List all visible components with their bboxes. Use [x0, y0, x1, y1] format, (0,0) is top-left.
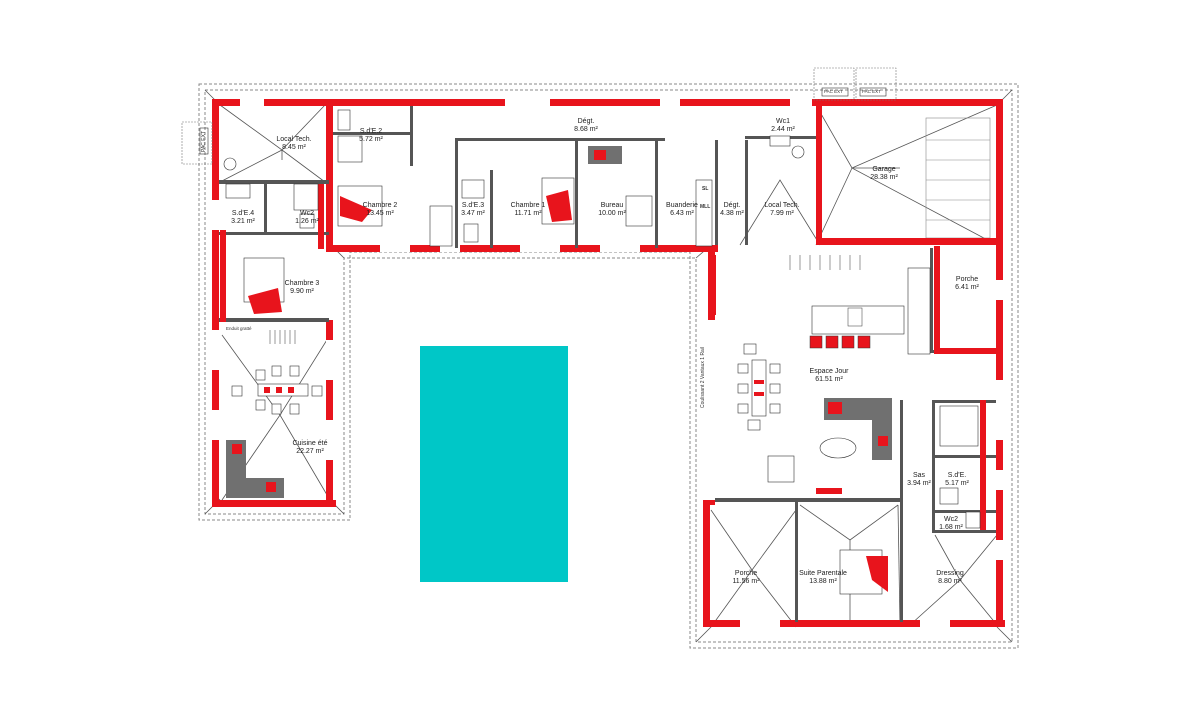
room-name: Wc2	[944, 516, 958, 523]
room-name: Garage	[872, 166, 896, 173]
room-label-sde-4: S.d'E.4 3.21 m²	[226, 210, 260, 226]
insulated-walls	[220, 184, 1002, 530]
room-name: Chambre 1	[510, 202, 546, 209]
wall-gaps	[212, 99, 1003, 627]
beds	[243, 146, 888, 595]
room-area: 22.27 m²	[296, 448, 324, 455]
room-name: Dégt.	[577, 118, 595, 125]
room-label-chambre-1: Chambre 1 11.71 m²	[506, 202, 550, 218]
room-area: 3.94 m²	[907, 480, 931, 487]
room-area: 28.38 m²	[870, 174, 898, 181]
room-area: 6.43 m²	[670, 210, 694, 217]
room-name: Suite Parentale	[799, 570, 847, 577]
room-label-local-tech-2: Local Tech. 7.99 m²	[760, 202, 804, 218]
room-area: 10.00 m²	[598, 210, 626, 217]
summer-dining	[226, 365, 323, 498]
room-name: Porche	[734, 570, 758, 577]
room-name: Wc2	[300, 210, 314, 217]
pac-units-solid	[199, 87, 887, 155]
room-area: 13.88 m²	[809, 578, 837, 585]
room-area: 13.45 m²	[366, 210, 394, 217]
room-label-suite-parentale: Suite Parentale 13.88 m²	[798, 570, 848, 586]
annotation-mll: MLL	[700, 204, 711, 210]
room-name: Porche	[955, 276, 979, 283]
outdoor-steps	[269, 255, 861, 344]
garage-ramp	[925, 117, 991, 239]
room-area: 3.47 m²	[461, 210, 485, 217]
room-name: Espace Jour	[809, 368, 849, 375]
room-area: 2.44 m²	[771, 126, 795, 133]
room-label-wc2-left: Wc2 1.26 m²	[292, 210, 322, 226]
room-label-garage: Garage 28.38 m²	[862, 166, 906, 182]
room-label-degt-2: Dégt. 4.38 m²	[718, 202, 746, 218]
room-name: Buanderie	[666, 202, 698, 209]
room-name: Local Tech.	[276, 136, 312, 143]
room-area: 7.99 m²	[770, 210, 794, 217]
interior-walls	[219, 106, 1000, 622]
room-label-chambre-3: Chambre 3 9.90 m²	[282, 280, 322, 296]
room-area: 11.71 m²	[514, 210, 542, 217]
swimming-pool	[420, 346, 568, 582]
room-area: 11.56 m²	[732, 578, 760, 585]
annotation-sl: SL	[702, 186, 709, 192]
room-label-dressing: Dressing 8.80 m²	[932, 570, 968, 586]
pac-units	[181, 67, 897, 165]
room-area: 4.38 m²	[720, 210, 744, 217]
room-name: S.d'E.4	[231, 210, 255, 217]
room-area: 61.51 m²	[815, 376, 843, 383]
room-label-buanderie: Buanderie 6.43 m²	[662, 202, 702, 218]
room-label-sde-2: S.d'E.2 5.72 m²	[356, 128, 386, 144]
annotation-coulissant: Coulissant 2 Vantaux 1 Rail	[700, 346, 706, 408]
room-label-degt-1: Dégt. 8.68 m²	[566, 118, 606, 134]
room-name: Sas	[912, 472, 926, 479]
room-name: S.d'E.	[947, 472, 967, 479]
room-area: 8.68 m²	[574, 126, 598, 133]
room-name: Dressing	[936, 570, 964, 577]
annotation-pac-1: PAC EXT	[824, 89, 843, 94]
annotation-enduit: Enduit gratté	[226, 326, 252, 331]
room-name: Cuisine été	[292, 440, 328, 447]
room-name: S.d'E.3	[461, 202, 485, 209]
annotation-pac-2: PAC EXT	[862, 89, 881, 94]
room-area: 5.72 m²	[359, 136, 383, 143]
room-name: S.d'E.2	[359, 128, 383, 135]
sanitary-fixtures	[223, 109, 981, 529]
room-label-espace-jour: Espace Jour 61.51 m²	[806, 368, 852, 384]
room-name: Chambre 2	[362, 202, 398, 209]
room-label-local-tech-1: Local Tech. 8.45 m²	[272, 136, 316, 152]
annotation-pac-left: PAC EXT	[201, 130, 207, 152]
room-area: 8.45 m²	[282, 144, 306, 151]
room-name: Bureau	[600, 202, 624, 209]
room-area: 1.68 m²	[939, 524, 963, 531]
room-area: 5.17 m²	[945, 480, 969, 487]
room-label-sde-3: S.d'E.3 3.47 m²	[458, 202, 488, 218]
sofa	[767, 398, 892, 494]
room-name: Chambre 3	[284, 280, 320, 287]
room-label-wc1: Wc1 2.44 m²	[766, 118, 800, 134]
room-name: Dégt.	[723, 202, 741, 209]
room-area: 6.41 m²	[955, 284, 979, 291]
room-label-sde-right: S.d'E. 5.17 m²	[942, 472, 972, 488]
room-label-porche-right: Porche 6.41 m²	[948, 276, 986, 292]
kitchen-island	[809, 267, 931, 355]
room-label-bureau: Bureau 10.00 m²	[592, 202, 632, 218]
room-label-sas: Sas 3.94 m²	[904, 472, 934, 488]
room-area: 9.90 m²	[290, 288, 314, 295]
room-label-chambre-2: Chambre 2 13.45 m²	[358, 202, 402, 218]
room-area: 3.21 m²	[231, 218, 255, 225]
dining-set	[737, 343, 781, 431]
room-label-cuisine-ete: Cuisine été 22.27 m²	[288, 440, 332, 456]
room-area: 1.26 m²	[295, 218, 319, 225]
room-name: Wc1	[776, 118, 790, 125]
room-label-wc2-right: Wc2 1.68 m²	[936, 516, 966, 532]
room-label-porche-bottom: Porche 11.56 m²	[726, 570, 766, 586]
room-area: 8.80 m²	[938, 578, 962, 585]
room-name: Local Tech.	[764, 202, 800, 209]
